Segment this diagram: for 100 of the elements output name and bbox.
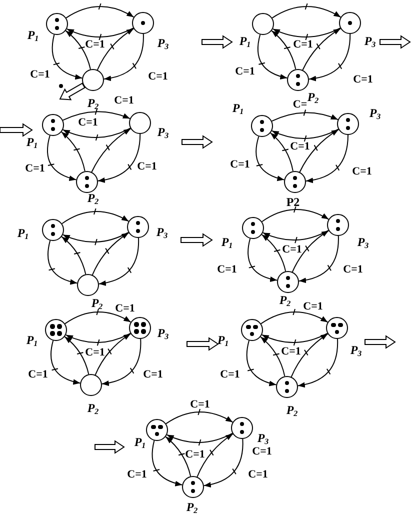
arrow [50,340,81,385]
arc-label: C=1 [143,370,163,380]
dot-icon [141,329,146,334]
place-circle [132,12,154,34]
arrow [203,438,244,488]
dot-icon [336,226,340,232]
dot-icon [190,488,196,494]
place-label: P$_{3}$ [157,126,169,138]
place-circle [80,374,102,396]
arc-label: C=1 [235,66,255,78]
dot-icon [84,176,90,180]
arrow [290,333,328,378]
place-label: P$_{3}$ [257,432,269,444]
arc-label: C=1 [25,164,45,174]
dot-icon [57,331,62,336]
dot-icon [246,324,251,330]
dot-icon [250,332,254,336]
dot-icon [50,126,56,132]
place-label: P$_{1}$ [26,334,38,346]
arrow [302,28,341,70]
place-label: P$_{1}$ [232,102,244,114]
arrow [104,34,144,81]
dot-icon [292,184,298,188]
arc-label: C=1 [78,118,98,128]
arc-label: C=1 [30,70,50,80]
place-label: P$_{3}$ [369,107,381,119]
place-circle [82,69,104,91]
dot-icon [292,176,298,180]
arrow [271,109,338,122]
place-circle [284,171,306,193]
dot-icon [50,224,56,228]
arrow [61,236,86,275]
dot-icon [50,331,55,336]
dot-icon [240,422,244,426]
place-label: P2 [286,196,300,208]
arrow [62,108,130,121]
dot-icon [58,84,64,88]
place-label: P$_{3}$ [157,327,169,339]
dot-icon [190,480,196,486]
arrow [196,434,234,478]
arrow [308,34,351,82]
place-circle [76,171,98,193]
place-circle [42,114,64,136]
arrow [94,333,132,376]
dot-icon [134,329,139,334]
arc-label: C=1 [303,302,323,312]
dot-icon [158,424,163,430]
arc-label: C=1 [185,450,205,460]
place-circle [252,13,274,35]
arc-label: C=1 [114,96,134,106]
arrow [261,332,328,346]
place-circle [45,319,67,341]
place-label: P$_{3}$ [156,226,168,238]
dot-icon [50,232,56,236]
place-label: P$_{2}$ [87,192,99,204]
arc-label: C=1 [282,244,302,256]
place-circle [146,419,168,441]
arrow [64,336,90,375]
arrow [166,408,234,424]
arrow [61,132,86,172]
place-label: P$_{1}$ [221,236,233,248]
place-label: P$_{2}$ [307,91,319,103]
arrow [64,308,132,324]
arrow [47,240,78,285]
dot-icon [240,430,244,434]
place-circle [339,12,361,34]
place-circle [182,476,204,498]
arc-label: C=1 [127,470,147,480]
place-label: P$_{1}$ [17,227,29,239]
dot-icon [260,120,264,124]
dot-icon [334,330,340,334]
arrow [262,206,330,222]
place-circle [42,219,64,241]
arrow [66,28,134,40]
arrow [165,436,192,477]
arrow [299,129,339,173]
dot-icon [338,322,343,328]
arc-label: C=1 [252,446,272,458]
arc-label: C=1 [290,142,310,152]
dot-icon [57,324,62,329]
arrow [96,28,134,70]
arc-label: C=1 [115,304,135,314]
dot-icon [136,228,140,234]
block-arrow [59,82,86,100]
arc-label: C=1 [353,74,373,86]
arrow [272,28,341,40]
arc-label: C=1 [148,72,168,82]
arrow [62,208,130,224]
arrow [298,236,339,283]
place-label: P$_{3}$ [364,35,376,47]
arrow [271,128,339,142]
dot-icon [136,220,140,226]
arrow [297,338,338,388]
dot-icon [250,230,256,234]
dot-icon [296,82,300,86]
arc-label: C=1 [85,348,105,358]
dot-icon [348,20,352,26]
dot-icon [250,222,256,226]
arrow [260,308,328,324]
dot-icon [336,218,340,224]
